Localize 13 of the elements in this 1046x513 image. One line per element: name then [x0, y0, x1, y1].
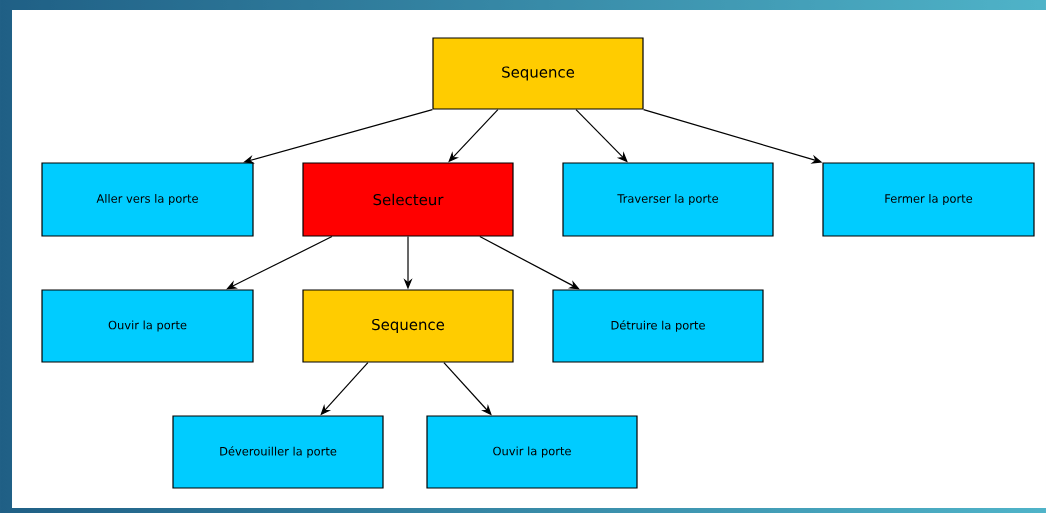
process-box: Sequence	[302, 289, 514, 363]
process-box: Ouvir la porte	[426, 415, 638, 489]
process-box: Fermer la porte	[822, 162, 1035, 237]
process-box: Selecteur	[302, 162, 514, 237]
process-box: Sequence	[432, 37, 644, 110]
process-box: Aller vers la porte	[41, 162, 254, 237]
process-box: Traverser la porte	[562, 162, 774, 237]
arrow	[226, 236, 333, 290]
process-box: Détruire la porte	[552, 289, 764, 363]
arrow	[479, 236, 580, 290]
arrow	[243, 109, 433, 164]
process-box: Ouvir la porte	[41, 289, 254, 363]
process-box: Déverouiller la porte	[172, 415, 384, 489]
